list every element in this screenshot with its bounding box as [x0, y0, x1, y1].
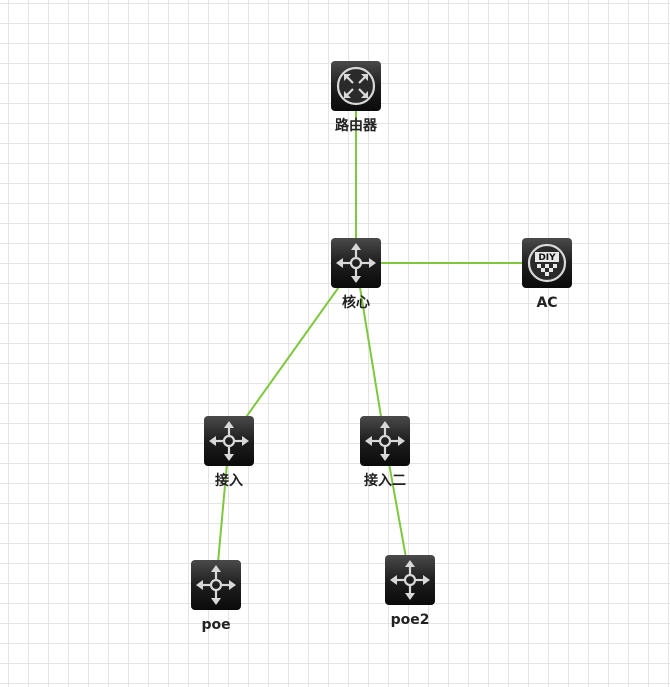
- diy-icon: [522, 238, 572, 288]
- switch-icon: [331, 238, 381, 288]
- switch-icon: [360, 416, 410, 466]
- node-label: 接入二: [364, 472, 406, 489]
- switch-icon: [191, 560, 241, 610]
- switch-icon: [204, 416, 254, 466]
- node-ac[interactable]: AC: [522, 238, 572, 311]
- node-router[interactable]: 路由器: [331, 61, 381, 134]
- switch-icon: [385, 555, 435, 605]
- node-label: 核心: [342, 294, 370, 311]
- link-core-access2[interactable]: [355, 262, 386, 442]
- link-core-access1[interactable]: [228, 262, 357, 442]
- node-label: 路由器: [335, 117, 378, 134]
- node-label: AC: [536, 295, 557, 311]
- links-layer: [215, 86, 547, 586]
- node-label: 接入: [215, 472, 243, 489]
- node-label: poe2: [391, 612, 430, 628]
- node-access2[interactable]: 接入二: [360, 416, 410, 489]
- node-core[interactable]: 核心: [331, 238, 381, 311]
- router-icon: [331, 61, 381, 111]
- node-label: poe: [201, 617, 230, 633]
- node-poe[interactable]: poe: [191, 560, 241, 633]
- node-access1[interactable]: 接入: [204, 416, 254, 489]
- node-poe2[interactable]: poe2: [385, 555, 435, 628]
